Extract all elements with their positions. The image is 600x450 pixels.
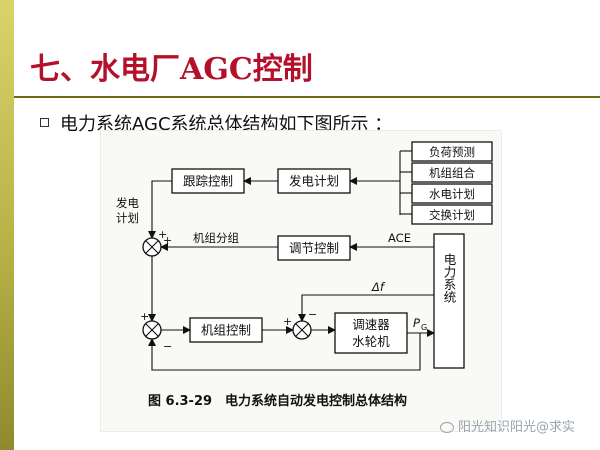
input-interchange-plan: 交换计划 <box>429 208 475 222</box>
right-junction-left-sign: + <box>283 315 292 328</box>
regulation-control-label: 调节控制 <box>289 241 339 256</box>
unit-group-label: 机组分组 <box>193 231 239 245</box>
watermark: 阳光知识阳光@求实 <box>440 416 575 435</box>
upper-junction-top-sign: + <box>158 228 167 241</box>
power-system-block <box>433 233 465 369</box>
generation-plan-label: 发电计划 <box>289 174 339 189</box>
tracking-control-block <box>171 168 245 194</box>
governor-label: 调速器 <box>352 317 390 332</box>
power-system-label: 电力系统 <box>442 253 457 304</box>
gen-plan-side-label-2: 计划 <box>116 211 139 225</box>
lower-junction-top-sign: + <box>140 310 149 323</box>
input-load-forecast: 负荷预测 <box>429 145 475 159</box>
wechat-icon <box>440 422 454 433</box>
lower-junction-bottom-sign: − <box>163 340 172 353</box>
title-divider <box>14 96 600 98</box>
turbine-label: 水轮机 <box>352 334 390 349</box>
right-junction-top-sign: − <box>308 308 317 321</box>
svg-text:电力系统: 电力系统 <box>442 253 457 304</box>
pg-label: P <box>413 316 420 330</box>
upper-junction-right-sign: + <box>163 234 172 247</box>
delta-f-label: Δf <box>371 280 386 294</box>
bullet-text: 电力系统AGC系统总体结构如下图所示 ： <box>60 114 393 135</box>
slide-title: 七、水电厂AGC控制 <box>30 52 313 87</box>
input-unit-commitment: 机组组合 <box>429 166 475 180</box>
pg-subscript-label: G <box>421 323 427 332</box>
gen-plan-side-label-1: 发电 <box>116 196 139 210</box>
tracking-control-label: 跟踪控制 <box>183 174 233 189</box>
figure-caption: 图 6.3-29 电力系统自动发电控制总体结构 <box>148 393 407 409</box>
bullet-square-icon <box>40 118 49 127</box>
sidebar-stripe <box>0 0 14 450</box>
unit-control-label: 机组控制 <box>201 323 251 338</box>
watermark-text: 阳光知识阳光@求实 <box>458 420 576 435</box>
ace-label: ACE <box>388 231 411 245</box>
input-hydro-plan: 水电计划 <box>429 187 475 201</box>
